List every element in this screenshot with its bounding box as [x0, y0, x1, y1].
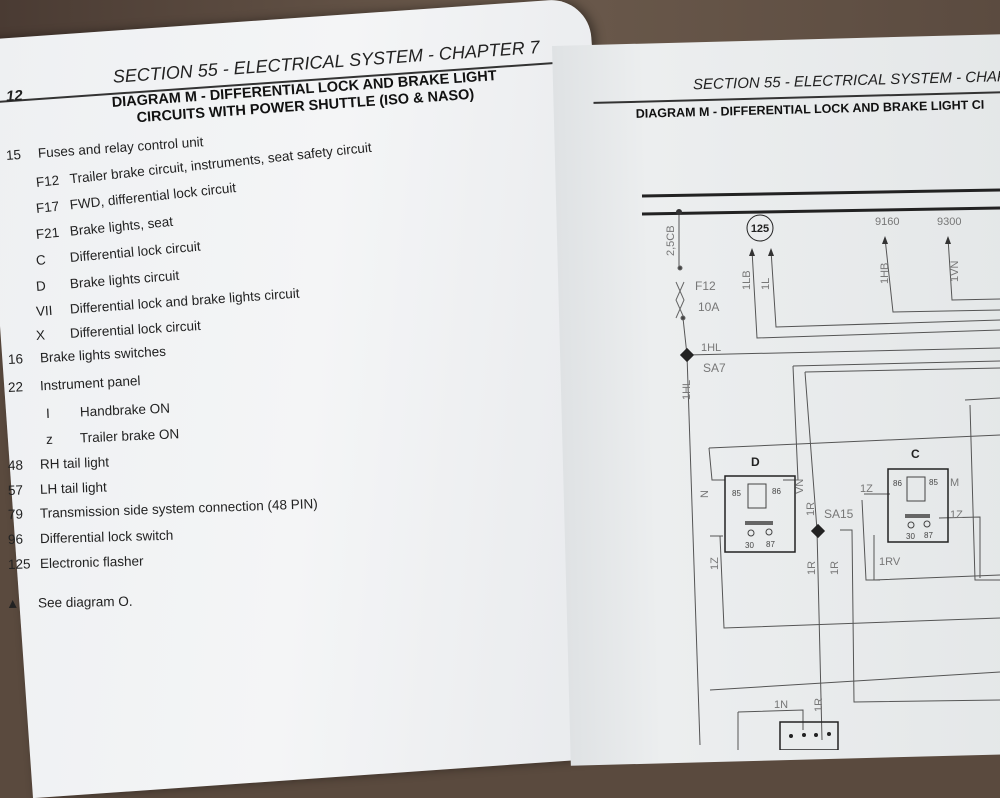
fuse-name: F12 [695, 279, 716, 293]
relay-d [724, 475, 796, 553]
bus-bar-bottom [641, 206, 1000, 216]
wire-label: N [699, 490, 711, 498]
wire-label: 2,5CB [665, 225, 677, 256]
wire-label: 1HL [681, 380, 693, 400]
pin-label: 87 [766, 540, 775, 549]
wire-label: 1HB [879, 263, 891, 284]
wire-label: 1Z [860, 483, 873, 495]
ref-label: 9300 [937, 216, 961, 228]
fuse-rating: 10A [698, 300, 719, 314]
wire-label: 1RV [879, 556, 901, 568]
pin-label: 30 [906, 532, 915, 541]
wire-label: 1L [760, 278, 772, 290]
junction-dot [676, 209, 682, 215]
ref-125-label: 125 [751, 223, 769, 235]
ref-label: 9160 [875, 216, 899, 228]
wire-label: 1R [829, 561, 841, 575]
wire-label: 1LB [741, 270, 753, 290]
wire-label: M [950, 477, 959, 489]
wire-label: 1Z [950, 509, 963, 521]
wire-label: 1R [813, 698, 825, 712]
relay-d-label: D [751, 455, 760, 469]
relay-c [887, 468, 949, 543]
connector-icon [779, 721, 839, 750]
wiring-diagram: 125 2,5CB F12 10A 1LB 1L 9160 9300 1HB 1… [641, 188, 1000, 750]
wire-label: 1Z [709, 557, 721, 570]
pin-label: 86 [893, 479, 902, 488]
pin-label: 30 [745, 541, 754, 550]
wire-label: 1N [774, 699, 788, 711]
splice-label: SA15 [824, 507, 854, 521]
wire-label: 1R [806, 561, 818, 575]
fuse-f12-icon [675, 265, 686, 321]
splice-sa15-icon [810, 523, 826, 539]
wire-label: 1HL [701, 342, 721, 354]
splice-sa7-icon [679, 347, 695, 363]
wire-label: VN [794, 479, 806, 494]
arrow-icons [749, 236, 951, 256]
pin-label: 86 [772, 487, 781, 496]
pin-label: 85 [732, 489, 741, 498]
ref-125-circle [746, 214, 774, 242]
pin-label: 87 [924, 531, 933, 540]
wire-label: 1VN [949, 261, 961, 282]
wires [678, 212, 1000, 750]
pin-label: 85 [929, 478, 938, 487]
relay-c-label: C [911, 447, 920, 461]
splice-label: SA7 [703, 361, 726, 375]
bus-bar-top [641, 188, 1000, 198]
wire-label: 1R [805, 502, 817, 516]
